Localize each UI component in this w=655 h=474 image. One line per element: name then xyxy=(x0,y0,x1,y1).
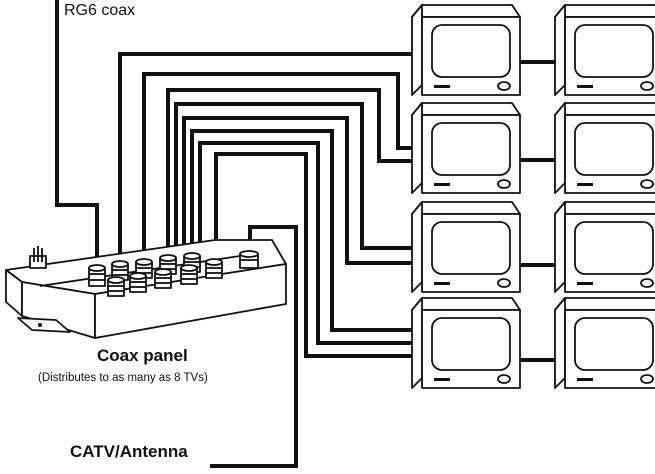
coax-panel xyxy=(5,239,287,339)
connector-output-5 xyxy=(107,276,125,297)
tv-cable-5 xyxy=(182,116,420,266)
connector-output-7 xyxy=(154,268,172,289)
tv-icon xyxy=(554,201,655,293)
connector-output-6 xyxy=(129,272,147,293)
connector-input-feed xyxy=(88,264,106,287)
tv-icon xyxy=(411,297,521,389)
tv-icon xyxy=(411,201,521,293)
coax-panel-note: (Distributes to as many as 8 TVs) xyxy=(38,372,208,384)
panel-mounting-flange xyxy=(17,317,71,333)
panel-screw-hole xyxy=(38,323,42,327)
tv-icon xyxy=(554,297,655,389)
tv-icon xyxy=(411,102,521,194)
rg6-coax-label: RG6 coax xyxy=(64,2,136,19)
connector-catv-input xyxy=(239,250,259,269)
tv-cable-8 xyxy=(214,152,420,358)
rg6-coax-feed-cable xyxy=(55,0,99,265)
tv-cable-3 xyxy=(166,88,420,266)
connector-output-1 xyxy=(111,260,129,281)
coax-cables xyxy=(55,0,560,468)
coax-panel-title: Coax panel xyxy=(97,346,188,365)
ground-block-icon xyxy=(29,246,47,269)
connector-output-9 xyxy=(205,258,223,279)
tv-cable-2 xyxy=(142,72,420,270)
tv-icon xyxy=(554,4,655,96)
tv-cable-1 xyxy=(118,52,420,268)
tv-cable-7 xyxy=(198,141,420,345)
tv-cable-6 xyxy=(190,129,420,332)
tv-icon xyxy=(554,102,655,194)
connector-output-2 xyxy=(135,258,153,279)
catv-antenna-cable xyxy=(210,225,298,468)
tv-icon xyxy=(411,4,521,96)
catv-antenna-label: CATV/Antenna xyxy=(70,442,188,461)
connector-output-8 xyxy=(180,264,198,285)
panel-connectors xyxy=(88,250,259,297)
tv-cable-4 xyxy=(174,102,420,266)
